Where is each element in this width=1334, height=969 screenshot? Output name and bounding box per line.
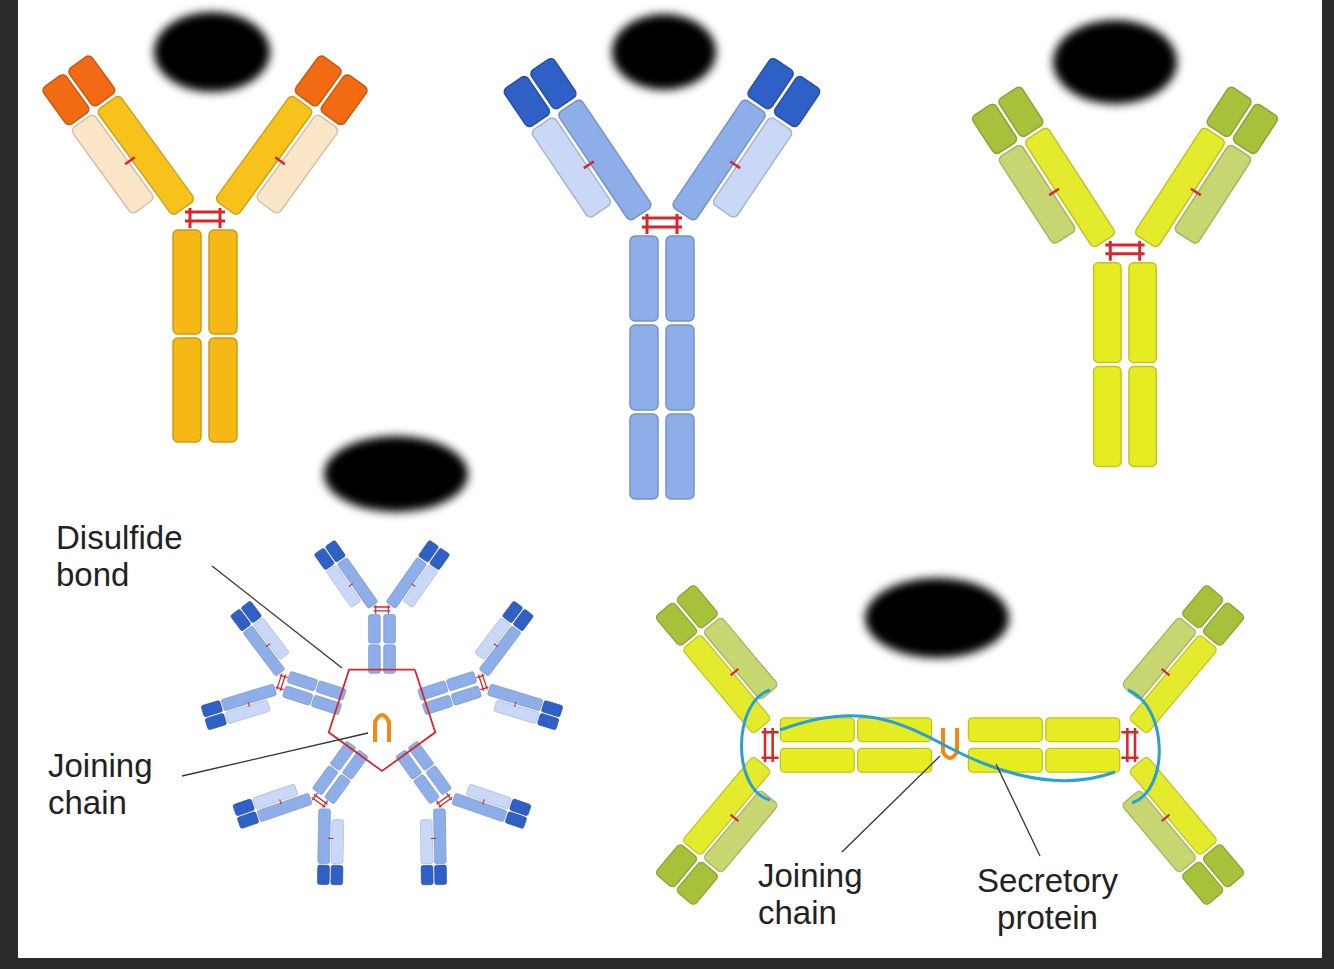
redaction-blot (1053, 20, 1177, 104)
antibodies (41, 12, 1279, 906)
redaction-blot (612, 14, 716, 90)
antibody-monomer (314, 540, 450, 673)
secretory-component (742, 690, 1160, 803)
redaction-blot (865, 578, 1009, 658)
antibody-monomer (502, 57, 821, 499)
callout-label: Joining chain (758, 858, 893, 932)
antibody-monomer (968, 584, 1245, 906)
redaction-blot (324, 436, 468, 512)
leader-line (212, 566, 342, 668)
callout-label: Disulfide bond (56, 520, 221, 594)
callout-label: Secretory protein (960, 863, 1135, 937)
leader-line (842, 756, 940, 852)
antibody-monomer (401, 596, 570, 766)
antibody-monomer (41, 54, 369, 442)
paper-ground (18, 0, 1322, 958)
antibody-monomer (195, 596, 364, 766)
antibody-monomer (224, 709, 412, 897)
callout-label: Joining chain (48, 748, 183, 822)
leader-line (996, 764, 1040, 856)
antibody-monomer (352, 709, 540, 897)
antibody-monomer (971, 85, 1279, 466)
leader-line (182, 733, 368, 776)
redaction-blot (154, 12, 270, 92)
